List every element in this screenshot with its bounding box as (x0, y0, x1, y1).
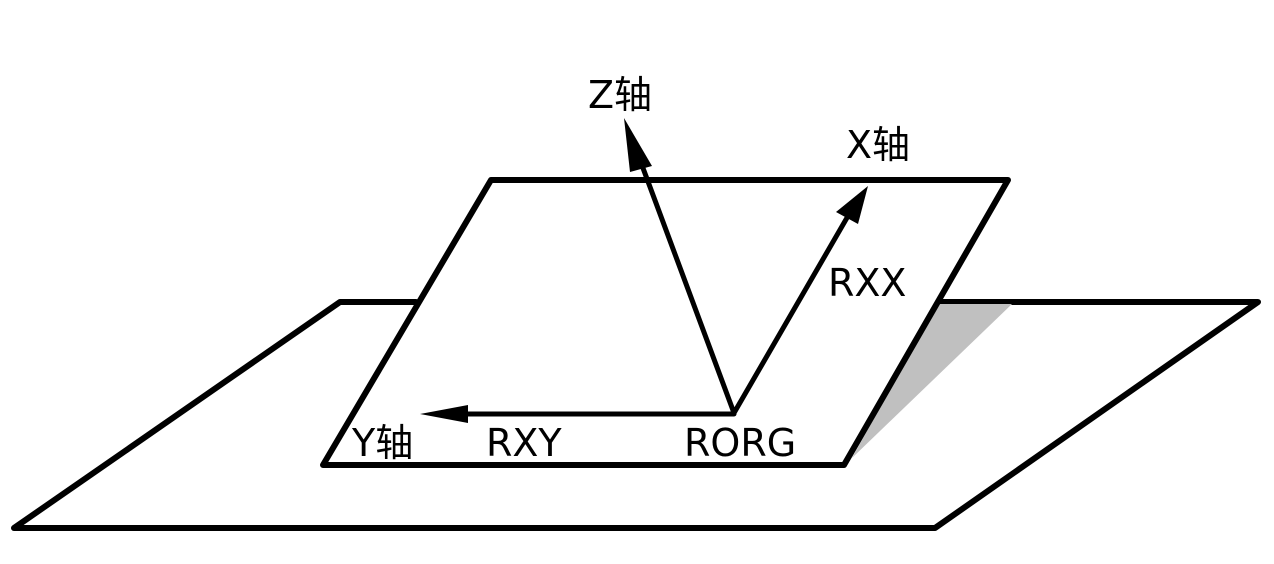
x-axis-arrowhead (836, 186, 868, 224)
z-axis-line (637, 157, 737, 416)
rxy-label: RXY (486, 421, 562, 465)
rorg-label: RORG (684, 421, 796, 465)
y-axis-label: Y轴 (351, 421, 413, 465)
x-axis-line (731, 213, 851, 416)
x-axis-label: X轴 (846, 123, 910, 167)
ground-plane-left (11, 299, 1261, 531)
rxx-label: RXX (828, 261, 906, 305)
plane-shadow (852, 304, 1012, 458)
tilted-plane (320, 177, 1011, 468)
y-axis-arrowhead (420, 405, 468, 423)
z-axis-arrowhead (624, 118, 652, 172)
z-axis-label: Z轴 (588, 73, 652, 117)
